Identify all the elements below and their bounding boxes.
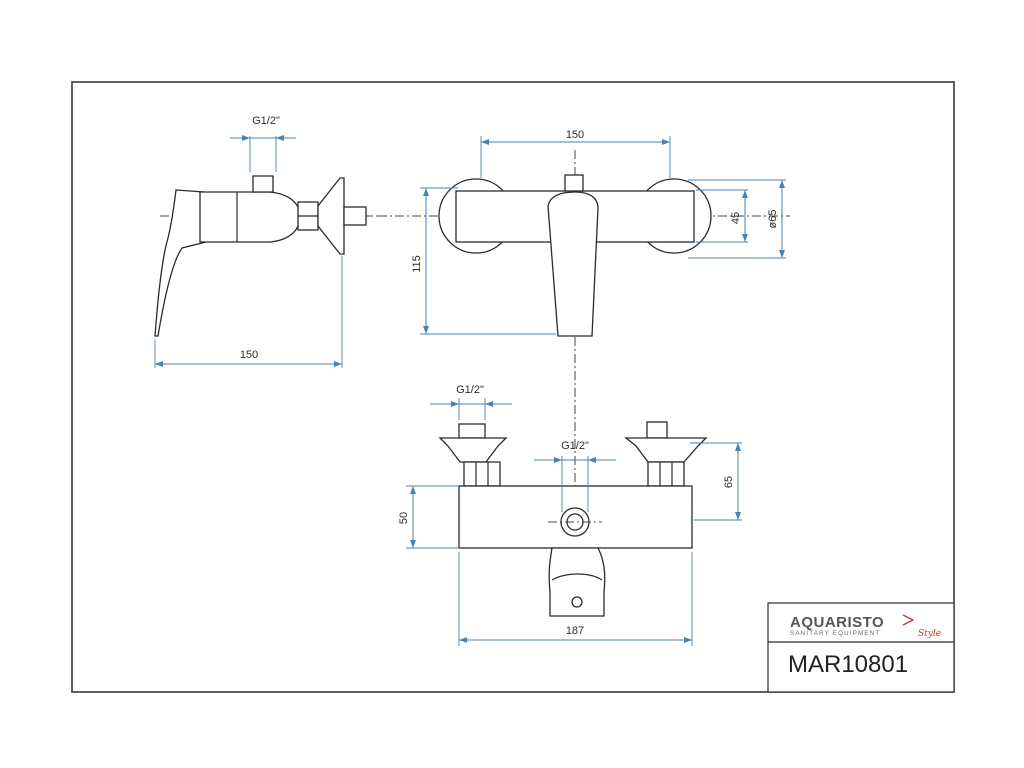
title-block-frame — [767, 602, 955, 693]
bottom-width-arrow-right — [684, 637, 692, 643]
bottom-width-arrow-left — [459, 637, 467, 643]
bottom-lever-screw — [571, 596, 583, 608]
front-view: 150 115 45 ø65 — [378, 129, 790, 500]
model-number: MAR10801 — [788, 651, 908, 678]
front-diameter-arrow-top — [779, 180, 785, 188]
bottom-lthread-arrow-left — [451, 401, 459, 407]
bottom-lever — [548, 547, 606, 617]
bottom-right-stub — [646, 421, 668, 439]
bottom-left-nut — [463, 461, 501, 487]
brand-tagline: SANITARY EQUIPMENT — [790, 630, 880, 637]
front-inner-arrow-bottom — [742, 234, 748, 242]
side-length-arrow-right — [334, 361, 342, 367]
side-thread-arrow-right — [276, 135, 284, 141]
side-view: G1/2" 150 — [154, 115, 378, 368]
side-flange — [317, 177, 345, 255]
bottom-lever-curve — [551, 573, 603, 581]
bottom-cthread-label: G1/2" — [561, 440, 589, 452]
side-inlet-pipe — [343, 206, 367, 226]
front-inner-arrow-top — [742, 190, 748, 198]
front-inner-label: 45 — [730, 212, 742, 224]
side-length-arrow-left — [155, 361, 163, 367]
bottom-lthread-label: G1/2" — [456, 384, 484, 396]
front-diameter-label: ø65 — [767, 210, 779, 229]
bottom-cthread-arrow-left — [554, 457, 562, 463]
side-thread-arrow-left — [242, 135, 250, 141]
bottom-width-label: 187 — [566, 625, 584, 637]
bottom-height-arrow-bottom — [410, 540, 416, 548]
front-height-arrow-bottom — [423, 326, 429, 334]
front-centers-arrow-right — [662, 139, 670, 145]
front-height-label: 115 — [411, 255, 423, 273]
bottom-height-arrow-top — [410, 486, 416, 494]
side-thread-label: G1/2" — [252, 115, 280, 127]
bottom-left-stub — [458, 423, 486, 439]
bottom-lthread-arrow-right — [485, 401, 493, 407]
bottom-outlet-label: 65 — [723, 476, 735, 488]
front-top-stub — [564, 174, 584, 192]
bottom-view: G1/2" G1/2" 50 65 187 — [398, 384, 742, 646]
bottom-outlet-arrow-top — [735, 443, 741, 451]
front-centers-label: 150 — [566, 129, 584, 141]
front-height-arrow-top — [423, 188, 429, 196]
front-diameter-arrow-bottom — [779, 250, 785, 258]
drawing-frame — [71, 81, 955, 693]
brand-name: AQUARISTO — [790, 614, 884, 631]
bottom-right-nut — [647, 461, 685, 487]
side-lever-handle — [154, 189, 207, 337]
bottom-cthread-arrow-right — [588, 457, 596, 463]
bottom-height-label: 50 — [398, 512, 410, 524]
bottom-left-flange — [438, 437, 508, 463]
side-mixer-body — [199, 191, 301, 243]
side-length-label: 150 — [240, 349, 258, 361]
bottom-outlet-arrow-bottom — [735, 512, 741, 520]
bottom-right-flange — [624, 437, 708, 463]
side-top-stub — [252, 175, 274, 193]
front-centers-arrow-left — [481, 139, 489, 145]
brand-arrow-icon — [902, 614, 915, 626]
front-lever-handle — [547, 191, 599, 337]
brand-style-script: Style — [918, 629, 941, 639]
title-block: AQUARISTO SANITARY EQUIPMENT Style MAR10… — [767, 602, 955, 693]
